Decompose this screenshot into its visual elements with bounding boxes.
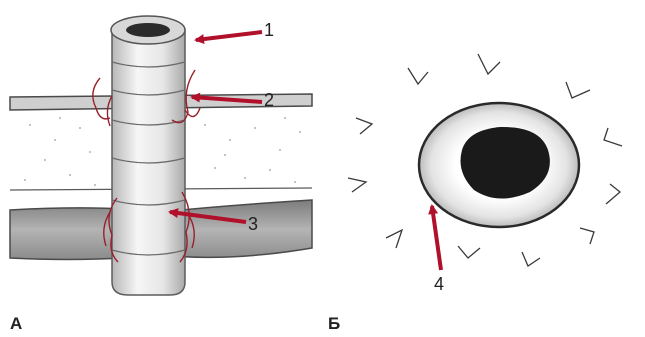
panel-b-drawing: 4 [348,54,622,294]
arrow-icon [432,206,441,270]
tube-lumen [126,23,170,37]
callout-1: 1 [264,20,274,40]
callout-2: 2 [264,90,274,110]
callout-3: 3 [248,214,258,234]
panel-label-b: Б [328,314,340,334]
panel-label-a: А [10,314,22,334]
panel-a-drawing: 1 2 3 [10,16,312,295]
callout-4: 4 [434,274,444,294]
